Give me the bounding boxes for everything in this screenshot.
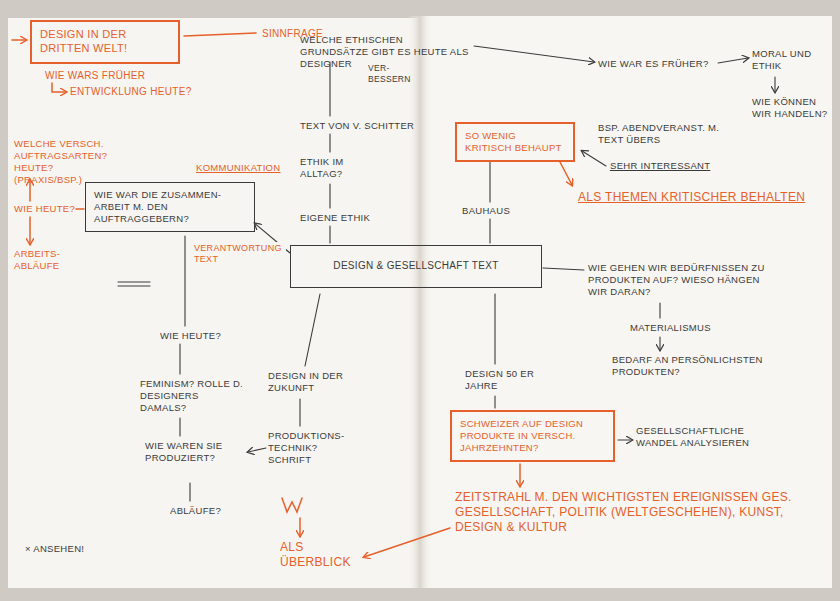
pointer-arrow	[718, 58, 748, 63]
right-page	[420, 16, 832, 588]
note-text: FEMINISM? ROLLE D. DESIGNERS DAMALS?	[140, 378, 245, 414]
note-text: ABLÄUFE?	[170, 505, 221, 517]
connector-line	[179, 344, 180, 374]
note-text: WIE GEHEN WIR BEDÜRFNISSEN ZU PRODUKTEN …	[588, 262, 778, 298]
note-text: BSP. ABENDVERANST. M. TEXT ÜBERS	[598, 122, 728, 146]
note-text: SEHR INTERESSANT	[610, 160, 710, 172]
pointer-arrow	[618, 439, 632, 440]
note-text: ALS THEMEN KRITISCHER BEHALTEN	[578, 190, 813, 205]
note-box: SO WENIG KRITISCH BEHAUPT	[455, 122, 575, 162]
note-text: WIE WAR ES FRÜHER?	[598, 58, 709, 70]
note-text: WIE HEUTE?	[14, 203, 75, 215]
connector-line	[305, 294, 320, 366]
box-text: DESIGN & GESELLSCHAFT TEXT	[301, 260, 531, 273]
pointer-arrow	[248, 448, 266, 452]
connector-line	[184, 236, 185, 326]
connector-line	[489, 219, 490, 243]
note-text: PRODUKTIONS-TECHNIK? SCHRIFT	[268, 430, 360, 466]
note-box: SCHWEIZER AUF DESIGN PRODUKTE IN VERSCH.…	[450, 410, 615, 462]
edge-label: VERANTWORTUNG TEXT	[192, 242, 286, 267]
note-text: WELCHE VERSCH. AUFTRAGSARTEN? HEUTE? (PR…	[14, 138, 124, 186]
connector-line	[489, 162, 490, 202]
note-text: ALS ÜBERBLICK	[280, 540, 362, 570]
connector-line	[329, 184, 330, 208]
scribble	[118, 282, 150, 286]
pointer-arrow	[582, 151, 606, 166]
box-text: SO WENIG KRITISCH BEHAUPT	[465, 130, 565, 154]
connector-line	[543, 268, 584, 270]
pointer-arrow	[364, 528, 450, 557]
note-text: GESELLSCHAFTLICHE WANDEL ANALYSIEREN	[636, 425, 776, 449]
box-text: SCHWEIZER AUF DESIGN PRODUKTE IN VERSCH.…	[460, 418, 605, 454]
note-text: VER-BESSERN	[368, 63, 420, 84]
pointer-arrow	[774, 77, 775, 92]
connector-line	[494, 396, 495, 408]
scribble	[282, 498, 302, 512]
note-text: DESIGN IN DER ZUKUNFT	[268, 370, 353, 394]
page-fold	[408, 16, 432, 588]
connector-line	[189, 483, 190, 501]
pointer-arrow	[560, 162, 572, 185]
note-text: MORAL UND ETHIK	[752, 48, 824, 72]
connector-line	[494, 294, 495, 364]
note-text: WIE WAREN SIE PRODUZIERT?	[145, 440, 240, 464]
pointer-arrow	[299, 518, 301, 536]
pointer-arrow	[29, 217, 31, 244]
note-text: ENTWICKLUNG HEUTE?	[70, 86, 192, 99]
note-text: BEDARF AN PERSÖNLICHSTEN PRODUKTEN?	[612, 354, 782, 378]
question-box: WIE WAR DIE ZUSAMMEN-ARBEIT M. DEN AUFTR…	[85, 182, 255, 232]
note-text: WIE KÖNNEN WIR HANDELN?	[752, 96, 832, 120]
connector-line	[184, 33, 256, 36]
box-text: WIE WAR DIE ZUSAMMEN-ARBEIT M. DEN AUFTR…	[94, 189, 246, 225]
note-text: × ANSEHEN!	[25, 543, 84, 555]
note-text: BAUHAUS	[462, 205, 510, 217]
note-text: DESIGN 50 ER JAHRE	[465, 368, 545, 392]
note-text: ARBEITS-ABLÄUFE	[14, 248, 76, 272]
note-text: MATERIALISMUS	[630, 322, 711, 334]
connector-line	[179, 418, 180, 436]
left-page	[8, 18, 420, 588]
connector-line	[329, 226, 330, 243]
connector-line	[76, 208, 84, 210]
pointer-arrow	[474, 46, 594, 62]
connector-line	[659, 303, 660, 318]
connector-line	[299, 399, 300, 426]
note-text: ZEITSTRAHL M. DEN WICHTIGSTEN EREIGNISSE…	[455, 490, 795, 535]
note-text: TEXT VON V. SCHITTER	[300, 120, 414, 132]
pointer-arrow	[659, 337, 660, 350]
pointer-arrow	[519, 464, 521, 486]
note-text: WIE WARS FRÜHER	[45, 70, 145, 83]
pointer-arrow	[52, 83, 66, 92]
note-text: ETHIK IM ALLTAG?	[300, 156, 375, 180]
note-text: WIE HEUTE?	[160, 330, 221, 342]
note-text: KOMMUNIKATION	[196, 162, 280, 174]
connector-line	[329, 134, 330, 152]
central-box: DESIGN & GESELLSCHAFT TEXT	[290, 245, 542, 288]
note-text: EIGENE ETHIK	[300, 212, 370, 224]
pointer-arrow	[12, 39, 26, 41]
topic-box: DESIGN IN DER DRITTEN WELT!	[30, 20, 180, 64]
box-text: DESIGN IN DER DRITTEN WELT!	[40, 28, 170, 56]
connector-line	[329, 62, 330, 116]
